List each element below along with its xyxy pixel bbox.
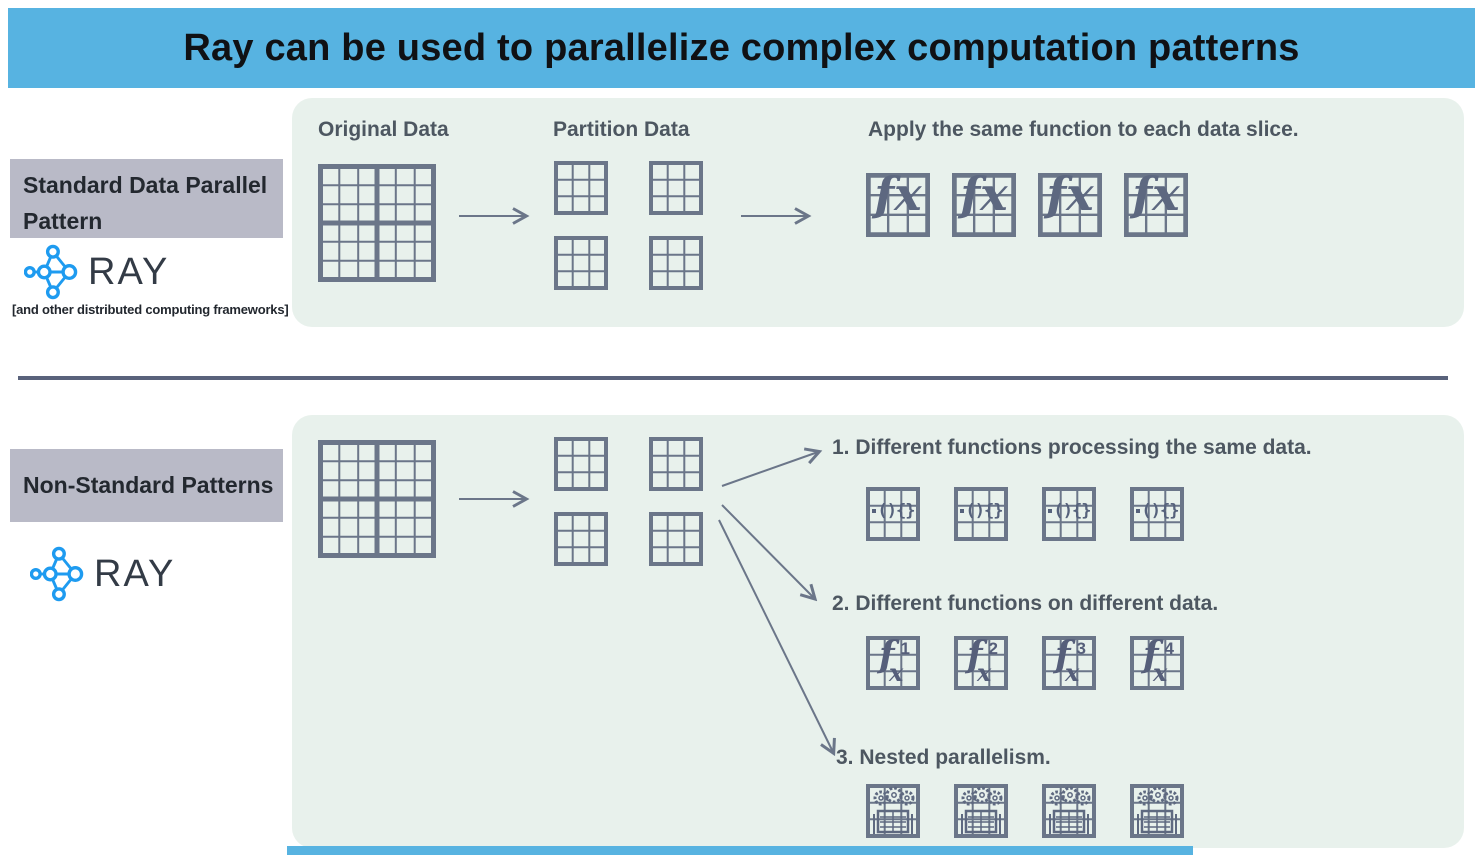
ray-logo-standard: RAY <box>24 243 169 301</box>
fn-number: 4 <box>1164 639 1174 658</box>
fn-x-glyph: x <box>977 658 992 687</box>
item1-heading: 1. Different functions processing the sa… <box>832 436 1312 459</box>
fx-glyph: fx <box>874 167 922 221</box>
fx-function-icon: fx <box>1038 167 1102 237</box>
nested-parallelism-icon <box>866 784 920 838</box>
fx-numbered-icon: f 2 x <box>954 634 1008 690</box>
code-function-icon: (){} <box>866 487 920 541</box>
partition-grid <box>554 437 608 491</box>
code-glyph: (){} <box>954 501 1008 521</box>
nested-parallelism-icon <box>954 784 1008 838</box>
partition-grid <box>649 512 703 566</box>
original-data-grid <box>318 440 436 558</box>
partition-grid <box>554 161 608 215</box>
ray-logo-nonstandard: RAY <box>30 545 175 603</box>
fn-f-glyph: f <box>1143 634 1159 676</box>
fx-function-icon: fx <box>1124 167 1188 237</box>
code-function-icon: (){} <box>954 487 1008 541</box>
ray-logo-caption: [and other distributed computing framewo… <box>12 302 289 317</box>
fx-numbered-icon: f 1 x <box>866 634 920 690</box>
item2-heading: 2. Different functions on different data… <box>832 592 1219 615</box>
item3-heading: 3. Nested parallelism. <box>836 746 1051 769</box>
nonstandard-panel: 1. Different functions processing the sa… <box>292 415 1464 848</box>
original-data-heading: Original Data <box>318 118 449 141</box>
bottom-banner-edge <box>287 846 1193 855</box>
fn-number: 1 <box>900 639 910 658</box>
title-banner: Ray can be used to parallelize complex c… <box>8 8 1475 88</box>
fx-numbered-icon: f 3 x <box>1042 634 1096 690</box>
code-function-icon: (){} <box>1042 487 1096 541</box>
nested-icon-art <box>954 784 1008 838</box>
partition-grid <box>649 437 703 491</box>
arrow-original-to-partition <box>459 491 533 507</box>
nested-parallelism-icon <box>1042 784 1096 838</box>
nested-icon-art <box>1042 784 1096 838</box>
standard-pattern-label: Standard Data Parallel Pattern <box>10 159 283 238</box>
fn-x-glyph: x <box>1065 658 1080 687</box>
fn-number: 2 <box>988 639 998 658</box>
fn-f-glyph: f <box>1055 634 1071 676</box>
original-data-grid <box>318 164 436 282</box>
code-glyph: (){} <box>1042 501 1096 521</box>
fx-numbered-icon: f 4 x <box>1130 634 1184 690</box>
fn-f-glyph: f <box>879 634 895 676</box>
code-glyph: (){} <box>1130 501 1184 521</box>
slide-title: Ray can be used to parallelize complex c… <box>183 26 1300 69</box>
nested-icon-art <box>866 784 920 838</box>
fn-number: 3 <box>1076 639 1086 658</box>
fn-x-glyph: x <box>889 658 904 687</box>
fx-glyph: fx <box>960 167 1008 221</box>
section-divider <box>18 376 1448 380</box>
fn-f-glyph: f <box>967 634 983 676</box>
fx-function-icon: fx <box>866 167 930 237</box>
nested-parallelism-icon <box>1130 784 1184 838</box>
fx-function-icon: fx <box>952 167 1016 237</box>
ray-logo-text: RAY <box>88 250 170 293</box>
fx-glyph: fx <box>1132 167 1180 221</box>
standard-panel: Original Data Partition Data Apply the s… <box>292 98 1464 327</box>
code-glyph: (){} <box>866 501 920 521</box>
ray-logo-icon <box>30 546 84 602</box>
partition-grid <box>649 161 703 215</box>
nested-icon-art <box>1130 784 1184 838</box>
apply-function-heading: Apply the same function to each data sli… <box>868 118 1299 141</box>
partition-grid <box>554 236 608 290</box>
partition-grid <box>554 512 608 566</box>
nonstandard-pattern-label: Non-Standard Patterns <box>10 449 283 522</box>
arrow-partition-to-apply <box>741 208 815 224</box>
arrow-original-to-partition <box>459 208 533 224</box>
fx-glyph: fx <box>1046 167 1094 221</box>
ray-logo-icon <box>24 244 78 300</box>
partition-grid <box>649 236 703 290</box>
fanout-arrows <box>718 440 860 785</box>
ray-logo-text: RAY <box>94 552 176 595</box>
code-function-icon: (){} <box>1130 487 1184 541</box>
fn-x-glyph: x <box>1153 658 1168 687</box>
partition-data-heading: Partition Data <box>553 118 690 141</box>
